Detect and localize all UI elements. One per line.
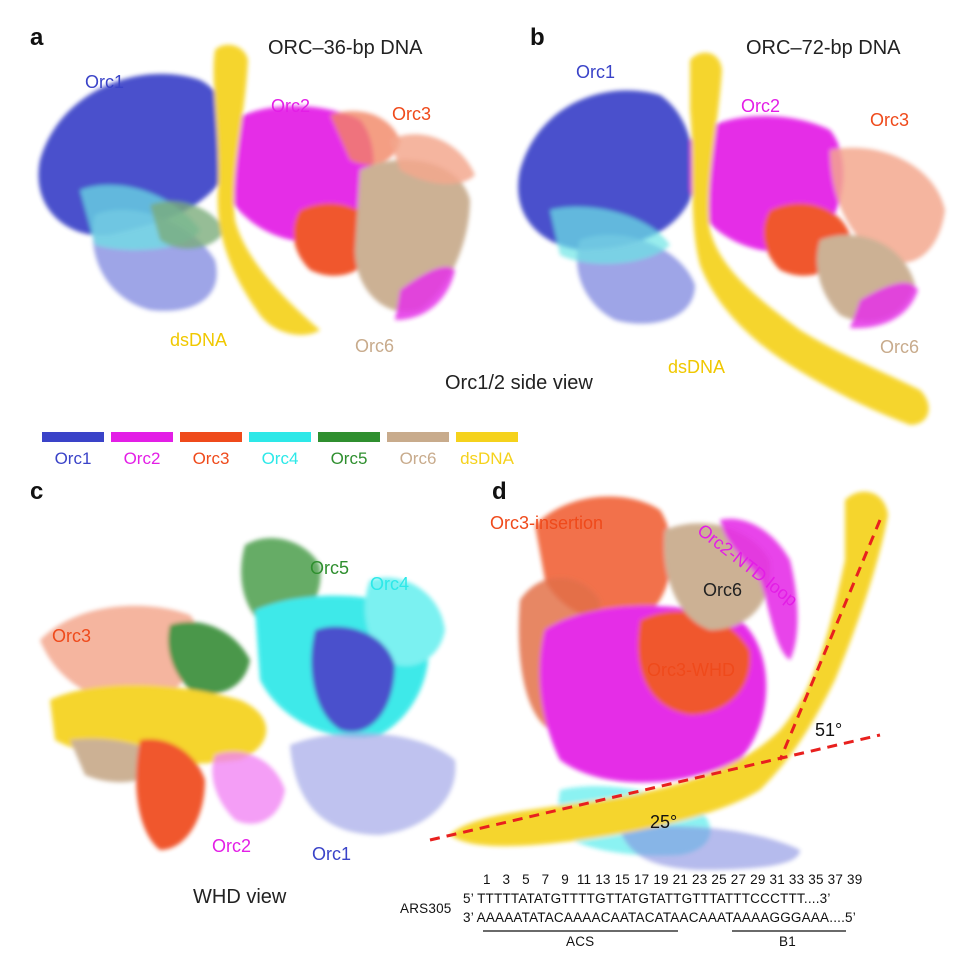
panel-a-label-dsdna: dsDNA <box>170 330 228 350</box>
panel-c-density-map <box>40 537 456 850</box>
panel-c-label-orc5: Orc5 <box>310 558 350 578</box>
panel-b-label-orc3: Orc3 <box>870 110 910 130</box>
panel-d-axis-lines <box>429 519 882 842</box>
legend-swatch-orc2 <box>111 432 173 442</box>
panel-d-label-orc3-whd: Orc3-WHD <box>647 660 735 680</box>
panel-b-title: ORC–72-bp DNA <box>746 37 901 59</box>
legend-label-orc6: Orc6 <box>399 449 437 468</box>
sequence-b1-label: B1 <box>779 934 796 949</box>
panel-d-letter: d <box>492 478 507 505</box>
legend-label-orc3: Orc3 <box>192 449 230 468</box>
panel-c-caption: WHD view <box>193 886 287 908</box>
panel-b-label-orc1: Orc1 <box>576 62 616 82</box>
panel-a-density-map <box>38 44 475 335</box>
legend-swatch-orc5 <box>318 432 380 442</box>
legend-swatch-dsdna <box>456 432 518 442</box>
panel-a-label-orc1: Orc1 <box>85 72 125 92</box>
legend-swatch-orc6 <box>387 432 449 442</box>
legend-label-orc5: Orc5 <box>330 449 368 468</box>
panel-b-density-map <box>518 52 945 425</box>
legend-swatch-orc1 <box>42 432 104 442</box>
sequence-top-strand: 5’ TTTTTATATGTTTTGTTATGTATTGTTTATTTCCCTT… <box>463 891 831 906</box>
panel-c-label-orc3: Orc3 <box>52 626 92 646</box>
sequence-name: ARS305 <box>400 901 452 916</box>
panel-d-label-orc3-insertion: Orc3-insertion <box>490 513 604 533</box>
panel-a-label-orc3: Orc3 <box>392 104 432 124</box>
panel-b-label-orc6: Orc6 <box>880 337 920 357</box>
panel-b-label-dsdna: dsDNA <box>668 357 726 377</box>
panel-b-label-orc2: Orc2 <box>741 96 781 116</box>
legend-swatch-orc4 <box>249 432 311 442</box>
legend-label-dsdna: dsDNA <box>460 449 514 468</box>
panel-d-angle-25: 25° <box>650 812 678 832</box>
legend-label-orc1: Orc1 <box>54 449 92 468</box>
legend-label-orc2: Orc2 <box>123 449 161 468</box>
panel-a-title: ORC–36-bp DNA <box>268 37 423 59</box>
legend-swatch-orc3 <box>180 432 242 442</box>
panel-c-label-orc2: Orc2 <box>212 836 252 856</box>
panel-d-angle-51: 51° <box>815 720 843 740</box>
panel-c-label-orc4: Orc4 <box>370 574 410 594</box>
sequence-acs-label: ACS <box>566 934 595 949</box>
panel-d-label-orc6: Orc6 <box>703 580 743 600</box>
side-view-caption: Orc1/2 side view <box>445 372 593 394</box>
panel-a-label-orc2: Orc2 <box>271 96 311 116</box>
panel-a-label-orc6: Orc6 <box>355 336 395 356</box>
panel-c-letter: c <box>30 478 44 505</box>
legend-label-orc4: Orc4 <box>261 449 299 468</box>
sequence-bottom-strand: 3’ AAAAATATACAAAACAATACATAACAAATAAAAGGGA… <box>463 910 856 925</box>
panel-b-letter: b <box>530 24 545 51</box>
sequence-position-numbers: 1 3 5 7 9 11 13 15 17 19 21 23 25 27 29 … <box>483 872 863 887</box>
panel-c-label-orc1: Orc1 <box>312 844 352 864</box>
panel-a-letter: a <box>30 24 44 51</box>
